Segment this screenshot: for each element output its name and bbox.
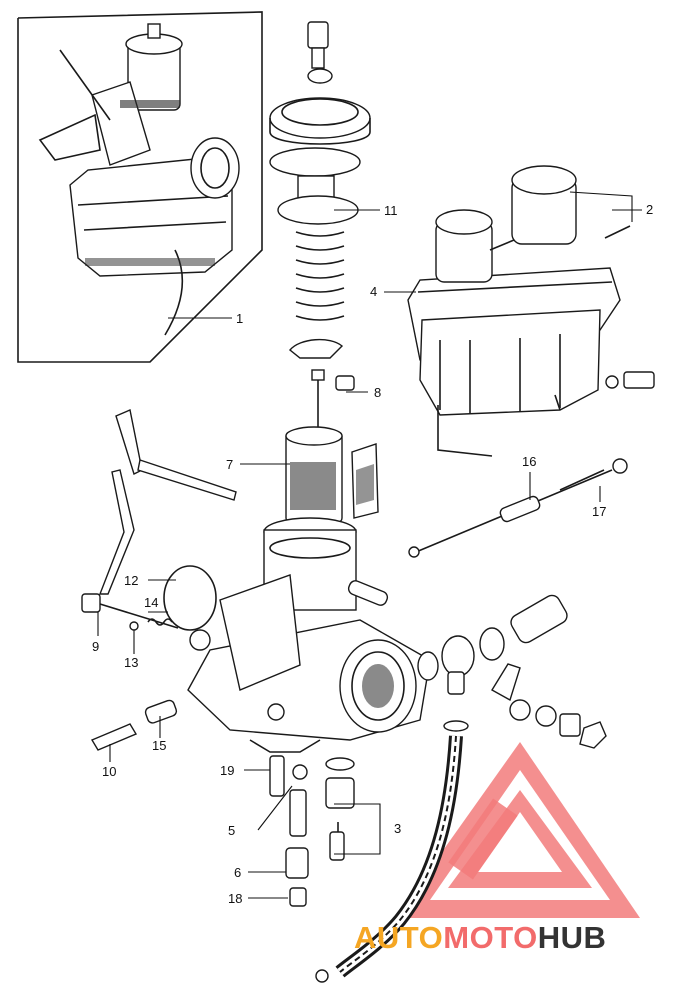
callout-8: 8 (374, 385, 381, 400)
callout-9: 9 (92, 639, 99, 654)
callout-11: 11 (384, 203, 398, 218)
throttle-linkage (81, 409, 237, 631)
callout-16: 16 (522, 454, 536, 469)
needle-slide-assembly (285, 369, 379, 523)
callout-13: 13 (124, 655, 138, 670)
callout-18: 18 (228, 891, 242, 906)
callout-15: 15 (152, 738, 166, 753)
inset-assembled-view (17, 11, 263, 363)
watermark-moto: MOTO (443, 920, 537, 955)
callout-4: 4 (370, 284, 377, 299)
callout-7: 7 (226, 457, 233, 472)
callout-14: 14 (144, 595, 158, 610)
watermark-auto: AUTO (354, 920, 443, 955)
callout-12: 12 (124, 573, 138, 588)
float-chamber-assembly (407, 165, 655, 457)
watermark-hub: HUB (538, 920, 607, 955)
callout-10: 10 (102, 764, 116, 779)
svg-text:AUTOMOTOHUB: AUTOMOTOHUB (354, 920, 606, 955)
carburetor-body (187, 517, 431, 753)
jets-lower (269, 755, 355, 907)
callout-19: 19 (220, 763, 234, 778)
callout-labels: 1 2 3 4 5 6 7 8 9 10 11 12 13 14 15 16 1… (92, 202, 653, 906)
callout-6: 6 (234, 865, 241, 880)
watermark-wordmark: AUTOMOTOHUB (354, 920, 606, 955)
watermark-logo (395, 742, 640, 918)
adjust-screws (90, 699, 178, 751)
callout-5: 5 (228, 823, 235, 838)
callout-1: 1 (236, 311, 243, 326)
callout-2: 2 (646, 202, 653, 217)
callout-17: 17 (592, 504, 606, 519)
callout-3: 3 (394, 821, 401, 836)
fuel-hose (315, 720, 469, 983)
cap-spring-assembly (269, 21, 371, 359)
leader-lines (97, 191, 642, 899)
fuel-fittings (408, 458, 628, 749)
